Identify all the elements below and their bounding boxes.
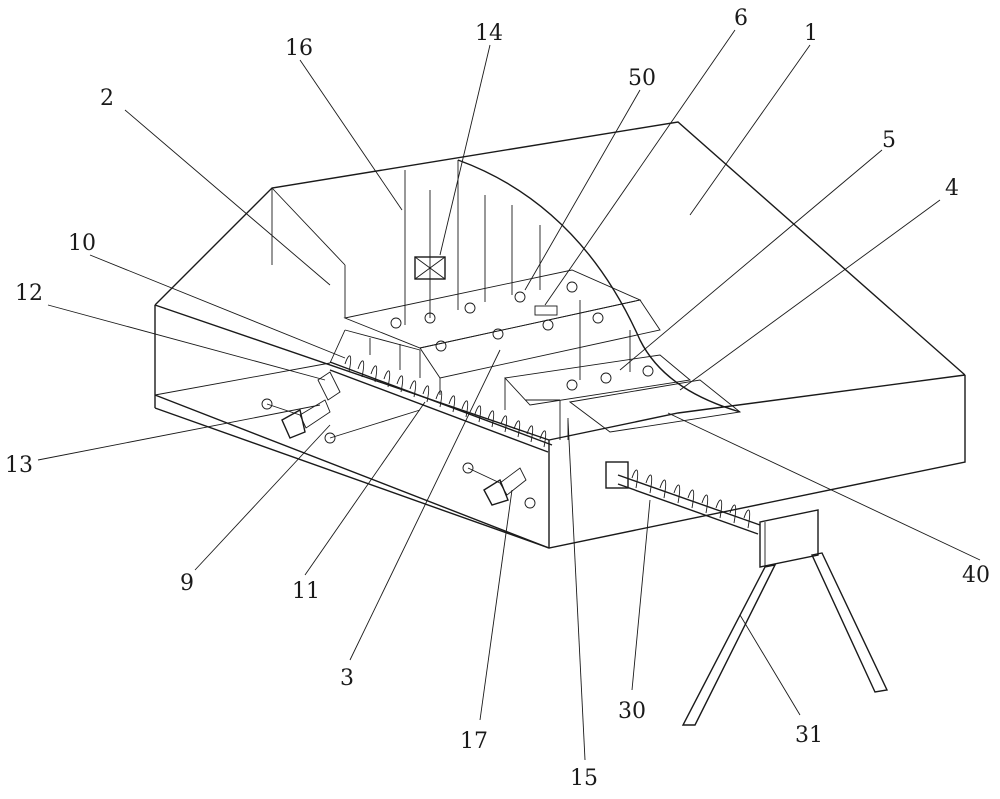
label-9: 9 — [180, 571, 194, 596]
label-30: 30 — [618, 699, 646, 724]
label-6: 6 — [734, 6, 748, 31]
label-4: 4 — [945, 176, 959, 201]
label-11: 11 — [292, 579, 320, 604]
screw-conveyor-inner — [329, 355, 553, 453]
label-12: 12 — [15, 281, 43, 306]
partitions — [344, 329, 569, 440]
leader-lines — [37, 29, 981, 761]
label-15: 15 — [570, 766, 598, 791]
fan-left — [261, 371, 421, 444]
label-50: 50 — [628, 66, 656, 91]
screw-conveyor-outer — [605, 461, 761, 535]
label-40: 40 — [962, 563, 990, 588]
label-5: 5 — [882, 128, 896, 153]
label-2: 2 — [100, 86, 114, 111]
label-10: 10 — [68, 231, 96, 256]
label-13: 13 — [5, 453, 33, 478]
window-14 — [414, 256, 446, 280]
label-17: 17 — [460, 729, 488, 754]
label-31: 31 — [795, 723, 823, 748]
label-14: 14 — [475, 21, 503, 46]
part-labels: 1 2 3 4 5 6 9 10 11 12 13 14 15 16 17 30… — [5, 6, 990, 791]
sensor-box — [534, 305, 558, 316]
housing — [154, 121, 966, 549]
upper-screen — [343, 190, 742, 433]
label-1: 1 — [804, 21, 818, 46]
label-3: 3 — [340, 666, 354, 691]
label-16: 16 — [285, 36, 313, 61]
stand-31 — [681, 509, 889, 726]
nozzles — [390, 281, 654, 391]
fan-right — [462, 462, 536, 509]
